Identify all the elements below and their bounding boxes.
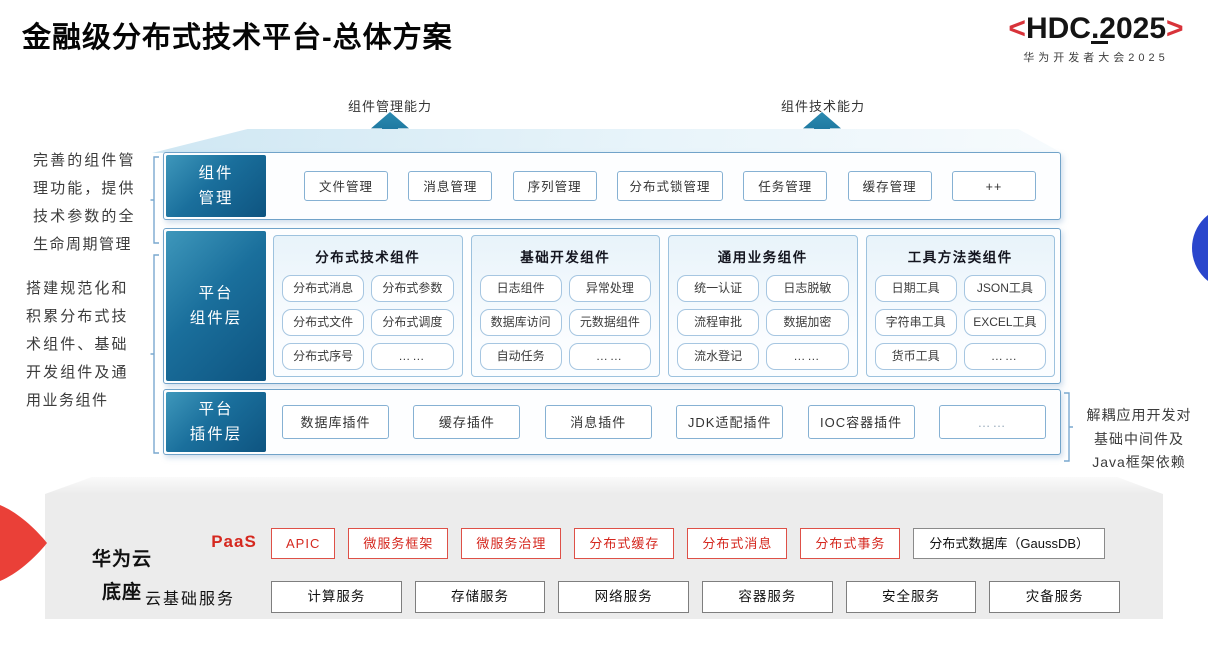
column-distributed-tech: 分布式技术组件 分布式消息 分布式参数 分布式文件 分布式调度 分布式序号 …… bbox=[273, 235, 463, 377]
paas-box: 微服务框架 bbox=[348, 528, 449, 559]
platform-component-columns: 分布式技术组件 分布式消息 分布式参数 分布式文件 分布式调度 分布式序号 ……… bbox=[268, 229, 1060, 383]
component-box: 分布式锁管理 bbox=[616, 171, 723, 201]
plugin-box: 缓存插件 bbox=[413, 405, 521, 439]
component-cell: 日志组件 bbox=[479, 275, 562, 302]
component-cell: 字符串工具 bbox=[874, 309, 957, 336]
column-title: 分布式技术组件 bbox=[315, 250, 421, 265]
component-cell: 分布式参数 bbox=[371, 275, 454, 302]
component-cell: 分布式调度 bbox=[371, 309, 454, 336]
component-cell-more: …… bbox=[371, 343, 454, 370]
arrow-label-management: 组件管理能力 bbox=[347, 99, 432, 114]
logo-close-bracket: > bbox=[1166, 12, 1184, 45]
column-basic-dev: 基础开发组件 日志组件 异常处理 数据库访问 元数据组件 自动任务 …… bbox=[470, 235, 660, 377]
red-pointer-icon bbox=[0, 505, 47, 581]
note-bracket-bottom-icon bbox=[150, 254, 159, 454]
note-bracket-top-icon bbox=[150, 156, 159, 244]
note-bracket-right-icon bbox=[1064, 392, 1073, 462]
column-title: 通用业务组件 bbox=[717, 250, 808, 265]
layer-component-management: 组件 管理 文件管理 消息管理 序列管理 分布式锁管理 任务管理 缓存管理 ++ bbox=[163, 152, 1061, 220]
platform-plugin-items: 数据库插件 缓存插件 消息插件 JDK适配插件 IOC容器插件 …… bbox=[268, 390, 1060, 454]
component-cell: JSON工具 bbox=[963, 275, 1046, 302]
paas-label: PaaS bbox=[211, 532, 257, 551]
column-common-business: 通用业务组件 统一认证 日志脱敏 流程审批 数据加密 流水登记 …… bbox=[668, 235, 858, 377]
logo-open-bracket: < bbox=[1008, 12, 1026, 45]
component-cell: 自动任务 bbox=[479, 343, 562, 370]
arrow-label-technology: 组件技术能力 bbox=[780, 99, 865, 114]
layer-platform-components: 平台 组件层 分布式技术组件 分布式消息 分布式参数 分布式文件 分布式调度 分… bbox=[163, 228, 1061, 384]
blue-circle-decoration bbox=[1192, 206, 1208, 290]
component-cell: 异常处理 bbox=[568, 275, 651, 302]
logo-name: HDC.2025 bbox=[1025, 12, 1167, 45]
cloud-service-box: 容器服务 bbox=[702, 581, 833, 613]
component-cell: 统一认证 bbox=[677, 275, 760, 302]
component-cell: 流程审批 bbox=[677, 309, 760, 336]
column-title: 工具方法类组件 bbox=[907, 250, 1013, 265]
component-cell: 数据加密 bbox=[766, 309, 849, 336]
layer-label-component-management: 组件 管理 bbox=[166, 155, 266, 217]
paas-box: 微服务治理 bbox=[461, 528, 562, 559]
component-cell: 分布式序号 bbox=[282, 343, 365, 370]
component-box: ++ bbox=[951, 171, 1036, 201]
layer-platform-plugins: 平台 插件层 数据库插件 缓存插件 消息插件 JDK适配插件 IOC容器插件 …… bbox=[163, 389, 1061, 455]
paas-box: APIC bbox=[271, 528, 336, 559]
cloud-service-box: 安全服务 bbox=[845, 581, 977, 613]
layer-label-platform-plugins: 平台 插件层 bbox=[166, 392, 266, 452]
component-cell-more: …… bbox=[963, 343, 1046, 370]
paas-services: APIC 微服务框架 微服务治理 分布式缓存 分布式消息 分布式事务 分布式数据… bbox=[271, 528, 1123, 559]
component-cell: 元数据组件 bbox=[568, 309, 651, 336]
component-cell: EXCEL工具 bbox=[963, 309, 1046, 336]
plugin-box: JDK适配插件 bbox=[676, 405, 784, 439]
plugin-box: 消息插件 bbox=[544, 405, 652, 439]
component-cell: 流水登记 bbox=[677, 343, 760, 370]
paas-box: 分布式消息 bbox=[687, 528, 788, 559]
component-cell: 货币工具 bbox=[874, 343, 957, 370]
note-component-management: 完善的组件管理功能，提供技术参数的全生命周期管理 bbox=[33, 152, 135, 253]
layer-label-platform-components: 平台 组件层 bbox=[166, 231, 266, 381]
paas-box: 分布式事务 bbox=[800, 528, 901, 559]
paas-database-box: 分布式数据库（GaussDB） bbox=[913, 528, 1106, 559]
logo-c-underline bbox=[1091, 41, 1109, 44]
component-box: 任务管理 bbox=[743, 171, 828, 201]
plugin-box: IOC容器插件 bbox=[807, 405, 915, 439]
component-cell: 日期工具 bbox=[874, 275, 957, 302]
plugin-box: 数据库插件 bbox=[282, 405, 389, 439]
hdc-logo-text: <HDC.2025> bbox=[1008, 12, 1183, 46]
component-cell-more: …… bbox=[568, 343, 651, 370]
component-cell: 分布式消息 bbox=[282, 275, 365, 302]
component-box: 序列管理 bbox=[512, 171, 597, 201]
plugin-box-more: …… bbox=[938, 405, 1046, 439]
cloud-service-box: 计算服务 bbox=[271, 581, 402, 613]
component-management-items: 文件管理 消息管理 序列管理 分布式锁管理 任务管理 缓存管理 ++ bbox=[268, 153, 1060, 219]
paas-box: 分布式缓存 bbox=[574, 528, 675, 559]
stack-roof-decoration bbox=[152, 129, 1062, 153]
component-box: 消息管理 bbox=[408, 171, 493, 201]
cloud-base-label: 云基础服务 bbox=[144, 591, 235, 608]
cloud-service-box: 灾备服务 bbox=[989, 581, 1121, 613]
hdc-logo-subtitle: 华为开发者大会2025 bbox=[1023, 52, 1169, 64]
hdc-logo: <HDC.2025> 华为开发者大会2025 bbox=[988, 12, 1204, 65]
component-box: 缓存管理 bbox=[847, 171, 932, 201]
column-tool-methods: 工具方法类组件 日期工具 JSON工具 字符串工具 EXCEL工具 货币工具 …… bbox=[865, 235, 1055, 377]
cloud-service-box: 存储服务 bbox=[414, 581, 546, 613]
component-box: 文件管理 bbox=[304, 171, 388, 201]
foundation-label: 华为云 底座 bbox=[91, 549, 152, 603]
component-cell-more: …… bbox=[766, 343, 849, 370]
note-decouple: 解耦应用开发对 基础中间件及 Java框架依赖 bbox=[1086, 407, 1192, 470]
page-title: 金融级分布式技术平台-总体方案 bbox=[22, 22, 453, 54]
column-title: 基础开发组件 bbox=[520, 250, 611, 265]
foundation-panel-roof bbox=[45, 477, 1163, 494]
cloud-service-box: 网络服务 bbox=[558, 581, 690, 613]
component-cell: 数据库访问 bbox=[479, 309, 562, 336]
component-cell: 日志脱敏 bbox=[766, 275, 849, 302]
component-cell: 分布式文件 bbox=[282, 309, 365, 336]
cloud-base-services: 计算服务 存储服务 网络服务 容器服务 安全服务 灾备服务 bbox=[271, 581, 1121, 613]
note-platform-components: 搭建规范化和积累分布式技术组件、基础开发组件及通用业务组件 bbox=[26, 280, 128, 409]
